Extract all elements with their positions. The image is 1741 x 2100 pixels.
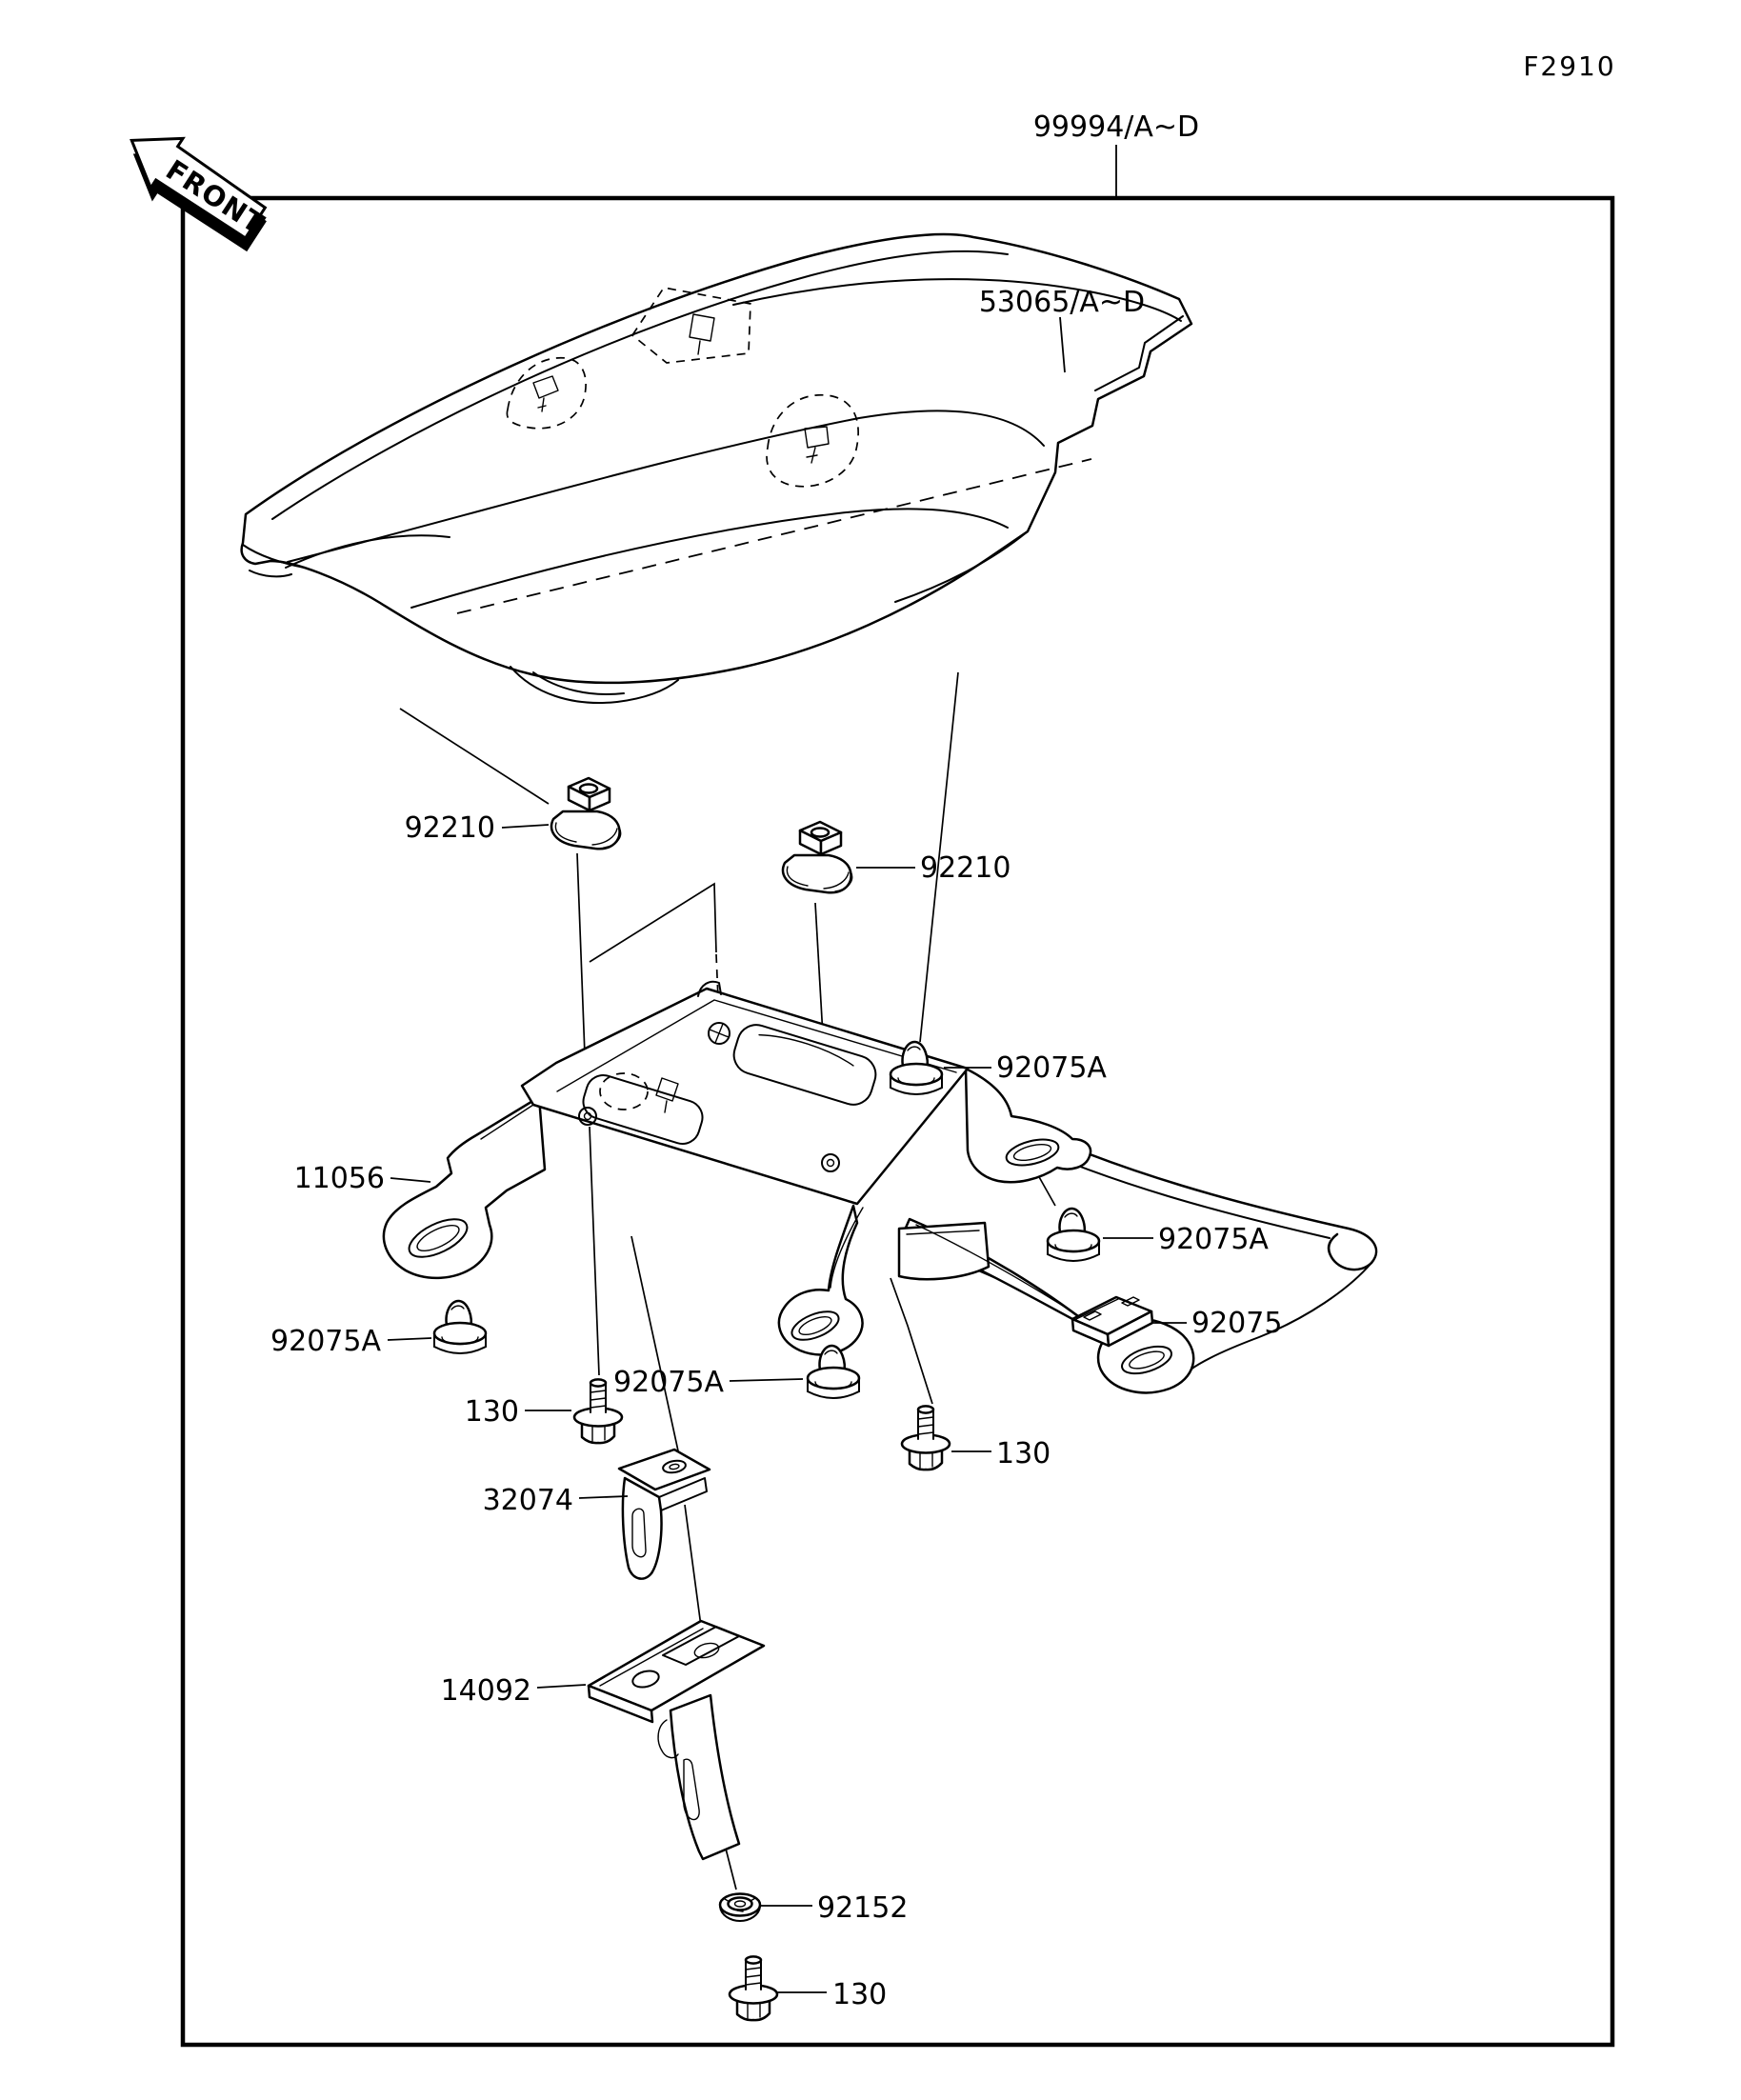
label-nut-92152: 92152 bbox=[817, 1891, 908, 1925]
label-damper-92075a-1: 92075A bbox=[996, 1051, 1107, 1085]
damper-2 bbox=[1046, 1207, 1101, 1263]
label-damper-92075a-2: 92075A bbox=[1158, 1223, 1269, 1256]
seat-bracket-drawing bbox=[382, 980, 1378, 1394]
label-damper-92075a-4: 92075A bbox=[613, 1366, 724, 1399]
label-bolt-130-2: 130 bbox=[996, 1437, 1051, 1470]
figure-code: F2910 bbox=[1523, 50, 1615, 82]
clip-nut-1 bbox=[550, 776, 622, 850]
damper-pad bbox=[1071, 1295, 1154, 1348]
strap-bracket-32074 bbox=[617, 1448, 711, 1580]
label-strap-32074: 32074 bbox=[483, 1484, 573, 1517]
label-seat-53065: 53065/A~D bbox=[979, 286, 1145, 319]
label-clip-92210-right: 92210 bbox=[920, 851, 1011, 885]
flanged-nut-92152 bbox=[718, 1892, 762, 1922]
label-damper-92075a-3: 92075A bbox=[270, 1325, 381, 1358]
clip-nut-2 bbox=[781, 820, 853, 894]
holder-bracket-14092 bbox=[587, 1619, 766, 1861]
bolt-2 bbox=[900, 1405, 951, 1471]
front-arrow: FRONT bbox=[130, 136, 270, 252]
label-holder-14092: 14092 bbox=[441, 1674, 531, 1708]
front-arrow-face bbox=[130, 136, 268, 241]
seat-cowl-drawing bbox=[240, 232, 1193, 704]
label-bolt-130-1: 130 bbox=[465, 1395, 519, 1429]
leader-lines bbox=[387, 145, 1187, 1993]
label-bracket-11056: 11056 bbox=[294, 1162, 385, 1195]
label-bolt-130-3: 130 bbox=[832, 1978, 887, 2011]
damper-3 bbox=[432, 1299, 488, 1355]
label-clip-92210-left: 92210 bbox=[405, 811, 495, 845]
diagram-border bbox=[180, 195, 1615, 2048]
label-kit-99994: 99994/A~D bbox=[1033, 110, 1199, 144]
label-pad-92075: 92075 bbox=[1191, 1307, 1282, 1340]
bolt-3 bbox=[728, 1955, 779, 2022]
